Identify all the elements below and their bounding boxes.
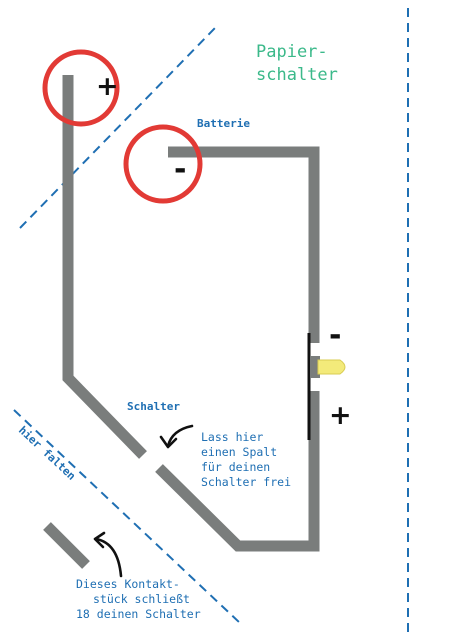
gap-note: Lass hier einen Spalt für deinen Schalte… xyxy=(201,430,291,489)
battery-minus-sign: - xyxy=(174,152,186,187)
fold-label: hier falten xyxy=(16,424,78,483)
curved-arrow-icon xyxy=(159,424,194,449)
trace-left xyxy=(62,75,147,459)
contact-note-line: 18 deinen Schalter xyxy=(76,607,201,621)
gap-note-line: einen Spalt xyxy=(201,445,277,459)
fold-line-top xyxy=(19,27,216,229)
gap-note-line: Schalter frei xyxy=(201,475,291,489)
gap-note-line: für deinen xyxy=(201,460,270,474)
contact-note: Dieses Kontakt- stück schließt 18 deinen… xyxy=(76,577,201,621)
conductive-traces xyxy=(43,75,320,569)
title-line-2: schalter xyxy=(256,65,338,85)
led-minus-sign: - xyxy=(329,318,341,353)
contact-note-line: stück schließt xyxy=(93,592,190,606)
trace-top-right xyxy=(168,146,320,343)
battery-label: Batterie xyxy=(197,117,250,130)
gap-note-line: Lass hier xyxy=(201,430,263,444)
battery-minus-circle xyxy=(123,124,203,204)
title-line-1: Papier- xyxy=(256,42,328,62)
contact-strip xyxy=(43,522,90,569)
curved-arrow-icon xyxy=(93,531,123,578)
battery-plus-circle xyxy=(42,49,120,127)
fold-line-bottom xyxy=(13,409,241,624)
trace-bottom-right xyxy=(155,391,320,552)
contact-note-line: Dieses Kontakt- xyxy=(76,577,180,591)
led-plus-sign: + xyxy=(329,400,352,431)
switch-label: Schalter xyxy=(127,400,180,413)
battery-plus-sign: + xyxy=(96,71,119,102)
led-icon xyxy=(307,333,346,440)
